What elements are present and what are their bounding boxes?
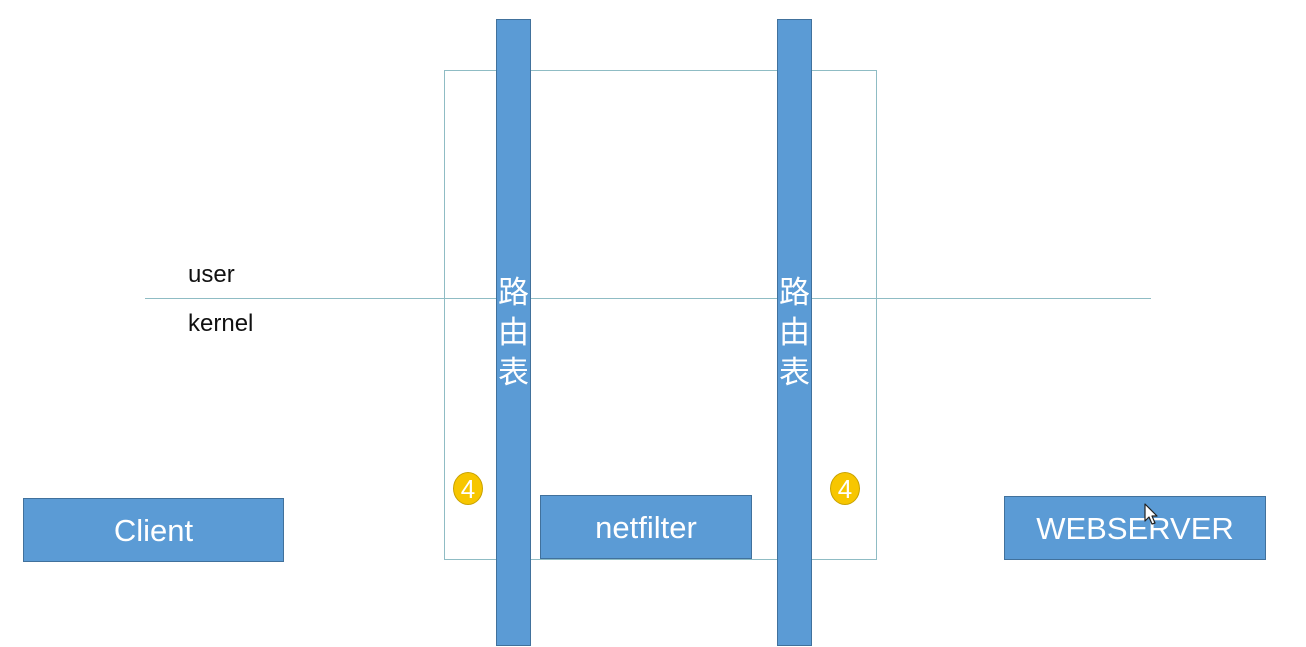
step-badge-left: 4 [453,472,483,505]
webserver-box: WEBSERVER [1004,496,1266,560]
routing-table-bar-right: 路由表 [777,19,812,646]
routing-table-label-right: 路由表 [779,275,810,391]
user-space-label: user [188,261,235,288]
user-kernel-divider [145,298,1151,299]
netfilter-frame [444,70,877,560]
netfilter-box: netfilter [540,495,752,559]
routing-table-label-left: 路由表 [498,275,529,391]
routing-table-bar-left: 路由表 [496,19,531,646]
step-badge-right: 4 [830,472,860,505]
client-box: Client [23,498,284,562]
mouse-pointer-icon [1144,503,1158,525]
kernel-space-label: kernel [188,310,254,337]
